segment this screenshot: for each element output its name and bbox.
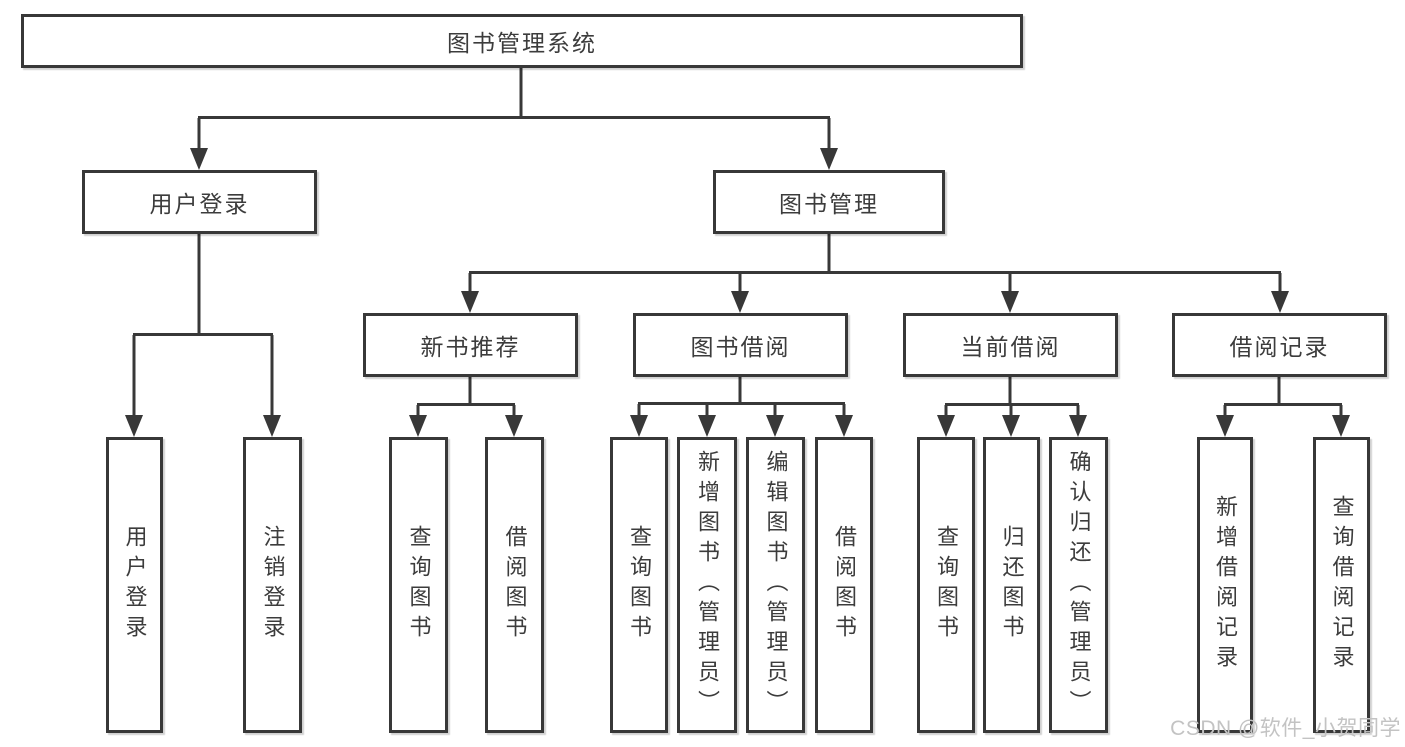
leaf-current-confirm-return-admin: 确认归还（管理员）: [1049, 437, 1108, 733]
leaf-login-logout: 注销登录: [243, 437, 302, 733]
node-book-management: 图书管理: [713, 170, 945, 234]
leaf-borrowing-add-books-admin: 新增图书（管理员）: [677, 437, 737, 733]
node-user-login: 用户登录: [82, 170, 317, 234]
leaf-recommend-borrow-books: 借阅图书: [485, 437, 544, 733]
node-current-borrowing: 当前借阅: [903, 313, 1118, 377]
leaf-recommend-query-books: 查询图书: [389, 437, 448, 733]
leaf-borrowing-query-books: 查询图书: [610, 437, 668, 733]
leaf-borrowing-edit-books-admin: 编辑图书（管理员）: [746, 437, 805, 733]
node-root: 图书管理系统: [21, 14, 1023, 68]
leaf-current-return-books: 归还图书: [983, 437, 1040, 733]
node-new-book-recommend: 新书推荐: [363, 313, 578, 377]
leaf-records-query-borrow-record: 查询借阅记录: [1313, 437, 1370, 733]
arrowhead-icons: [125, 148, 1350, 437]
node-book-borrowing: 图书借阅: [633, 313, 848, 377]
node-borrowing-records: 借阅记录: [1172, 313, 1387, 377]
leaf-login-user-login: 用户登录: [106, 437, 163, 733]
watermark: CSDN @软件_小贺同学: [1170, 717, 1401, 740]
tree-edges: [132, 68, 1343, 417]
leaf-records-add-borrow-record: 新增借阅记录: [1197, 437, 1253, 733]
leaf-borrowing-borrow-books: 借阅图书: [815, 437, 873, 733]
leaf-current-query-books: 查询图书: [917, 437, 975, 733]
